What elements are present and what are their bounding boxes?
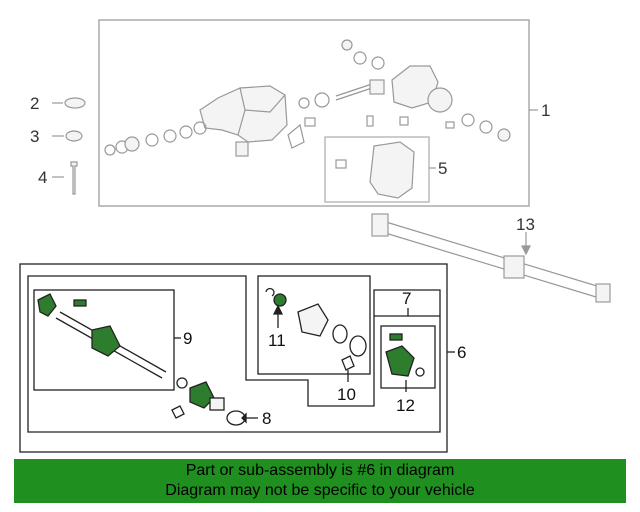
side-cap <box>497 128 511 142</box>
shaft-yoke-right <box>595 283 611 303</box>
outer-boot <box>37 293 57 317</box>
bolt-part-4 <box>70 161 78 195</box>
info-banner: Part or sub-assembly is #6 in diagram Di… <box>14 459 626 503</box>
bearing-a <box>124 136 140 152</box>
cap-a <box>341 39 353 51</box>
clamp-a <box>73 299 87 307</box>
washer-part-2 <box>64 97 86 109</box>
washer-a <box>104 144 116 156</box>
inner-joint-green <box>189 381 215 409</box>
bolt-small-b <box>399 116 409 126</box>
cap-c <box>371 56 385 70</box>
box-11 <box>257 275 371 375</box>
oring-b <box>349 335 367 357</box>
leader-13-arrow <box>521 245 531 256</box>
axle-assembly-group <box>19 263 455 453</box>
seal-b <box>314 92 330 108</box>
diff-cover <box>369 141 415 199</box>
clip-inner <box>171 405 185 419</box>
bracket <box>287 123 305 149</box>
cover-bolt <box>335 159 347 169</box>
assembly-inner-outline <box>27 275 441 433</box>
differential-assembly-group <box>98 19 538 207</box>
callout-5: 5 <box>438 159 447 178</box>
pinion-head <box>369 79 385 95</box>
snap-ring-11 <box>265 287 275 297</box>
oring-a <box>332 324 348 344</box>
cover-box <box>324 136 430 203</box>
carrier-gear <box>427 87 453 113</box>
leader-11-arrow <box>272 304 284 315</box>
bearing-11 <box>273 293 287 307</box>
callout-9: 9 <box>183 329 192 348</box>
inner-housing <box>297 303 329 337</box>
diff-housing-detail <box>237 87 286 136</box>
pinion-shaft <box>335 83 373 101</box>
banner-line-2: Diagram may not be specific to your vehi… <box>165 482 475 499</box>
plug-10 <box>341 355 355 371</box>
leader-8-arrow <box>241 412 247 424</box>
circlip <box>176 377 188 389</box>
callout-11: 11 <box>268 331 286 350</box>
side-bearing <box>479 120 493 134</box>
clip-a <box>304 117 316 127</box>
clip-b <box>445 121 455 129</box>
callout-2: 2 <box>30 94 39 113</box>
assembly-box-6 <box>19 263 448 453</box>
propeller-shaft-group <box>371 213 611 303</box>
callout-6: 6 <box>457 343 466 362</box>
band-12 <box>415 367 425 377</box>
inner-cup <box>209 397 225 411</box>
callout-8: 8 <box>262 409 271 428</box>
seal-a <box>298 97 310 109</box>
bolt-small-a <box>366 115 374 127</box>
shaft-tube-bottom <box>381 231 607 301</box>
callout-3: 3 <box>30 127 39 146</box>
housing-nut <box>235 141 249 157</box>
callout-labels: 1 2 3 4 5 13 6 7 8 9 10 11 12 <box>30 94 550 428</box>
callout-7: 7 <box>402 289 411 308</box>
outer-joint <box>91 325 121 357</box>
bearing-e <box>193 121 207 135</box>
box-9 <box>33 289 175 391</box>
box-12 <box>380 325 436 389</box>
callout-12: 12 <box>396 396 415 415</box>
bearing-d <box>179 125 193 139</box>
differential-box <box>98 19 530 207</box>
callout-1: 1 <box>541 101 550 120</box>
washer-part-3 <box>65 130 83 142</box>
inner-boot-12 <box>385 345 415 377</box>
banner-line-1: Part or sub-assembly is #6 in diagram <box>185 462 455 479</box>
side-washer <box>461 113 475 127</box>
bearing-c <box>163 129 177 143</box>
callout-4: 4 <box>38 168 47 187</box>
bearing-b <box>145 133 159 147</box>
shaft-yoke-left <box>371 213 389 237</box>
shaft-tube-top <box>385 221 611 291</box>
callout-10: 10 <box>337 385 356 404</box>
clamp-12 <box>389 333 403 341</box>
loose-parts-group <box>52 97 86 195</box>
cap-b <box>353 51 367 65</box>
callout-13: 13 <box>516 215 535 234</box>
shaft-center-bearing <box>503 255 525 279</box>
